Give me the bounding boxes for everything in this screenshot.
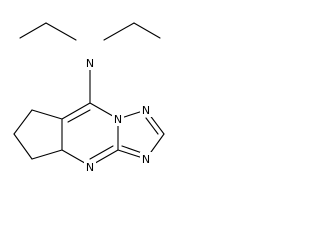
bond-c7-c6 — [13, 109, 33, 135]
atom-label-triazole-n-top: N — [140, 103, 152, 117]
atom-label-pyrimidine-n: N — [84, 160, 96, 174]
svg-text:N: N — [142, 104, 150, 117]
bond-n1-c2-double — [145, 117, 159, 135]
svg-text:N: N — [86, 57, 94, 70]
bond-ethyl-right-ch2-ch3 — [133, 22, 161, 39]
bond-c6-c5 — [13, 133, 33, 160]
bond-c7a-c8-double — [67, 109, 91, 123]
bond-ethyl-left-ch2-ch3 — [19, 22, 47, 39]
bond-c7a-c7 — [31, 109, 63, 120]
atom-label-bridgehead-n: N — [112, 112, 124, 126]
bond-ethyl-right-n-ch2 — [103, 22, 135, 41]
svg-text:N: N — [142, 153, 150, 166]
svg-text:N: N — [114, 113, 122, 126]
chemical-structure-diagram: N N N N N — [13, 22, 165, 174]
bond-c5-c4a — [31, 149, 63, 160]
atom-label-amine-n: N — [84, 56, 96, 70]
bond-c3a-n4-double — [89, 145, 114, 160]
atom-label-triazole-n-bottom: N — [140, 152, 152, 166]
bond-c7a-c8 — [61, 102, 91, 120]
bond-n3-c3a-double — [121, 145, 143, 154]
bond-ethyl-left-n-ch2 — [45, 22, 77, 41]
svg-text:N: N — [86, 161, 94, 174]
